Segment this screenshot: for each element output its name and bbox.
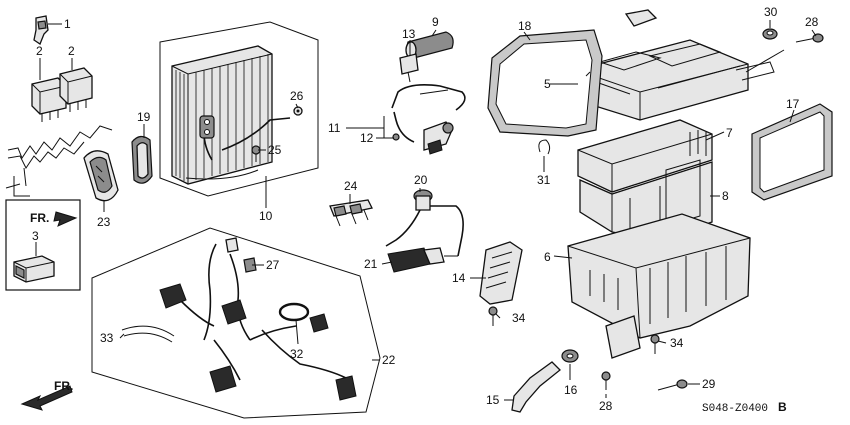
front-label-inset: FR.	[30, 211, 49, 225]
band-33	[121, 325, 175, 343]
grommet-16	[561, 349, 579, 363]
callout-1: 1	[64, 17, 71, 31]
callout-7: 7	[726, 126, 733, 140]
callout-26: 26	[290, 89, 304, 103]
front-label-main: FR.	[54, 379, 73, 393]
callout-2: 2	[68, 44, 75, 58]
bolt-25	[251, 145, 261, 162]
callout-18: 18	[518, 19, 532, 33]
callout-17: 17	[786, 97, 800, 111]
relay-bracket	[5, 125, 113, 197]
callout-30: 30	[764, 5, 778, 19]
seal-18	[487, 29, 603, 137]
harness-connector-a	[159, 283, 187, 309]
callout-12: 12	[360, 131, 374, 145]
resistor-24	[329, 199, 373, 227]
bracket-14	[479, 241, 523, 305]
clip-27	[243, 257, 257, 273]
band-32	[278, 302, 310, 322]
callout-34: 34	[670, 336, 684, 350]
harness-connector-d	[309, 313, 329, 333]
bolt-29	[657, 379, 688, 391]
relay-right	[59, 67, 93, 112]
callout-5: 5	[544, 77, 551, 91]
harness-22	[159, 237, 357, 401]
relay-clip-1	[33, 15, 49, 45]
thermostat-11	[423, 121, 454, 155]
nut-30	[762, 28, 778, 40]
clip-31	[538, 139, 551, 155]
callout-21: 21	[364, 257, 378, 271]
callout-23: 23	[97, 215, 111, 229]
callout-13: 13	[402, 27, 416, 41]
callout-6: 6	[544, 250, 551, 264]
callout-9: 9	[432, 15, 439, 29]
case-bottom-6	[567, 213, 751, 359]
stopper-3	[13, 255, 55, 283]
seal-19	[131, 135, 153, 184]
evaporator-core	[171, 45, 291, 185]
callout-28: 28	[805, 15, 819, 29]
seal-17	[751, 103, 833, 201]
screw-28-bottom	[601, 371, 611, 390]
clip-12	[392, 133, 400, 141]
callout-15: 15	[486, 393, 500, 407]
callout-32: 32	[290, 347, 304, 361]
screw-34-left	[488, 306, 498, 326]
grommet-23	[83, 150, 119, 202]
front-label: FR.	[30, 211, 49, 225]
callout-labels: 1 2 2 3 5 6 7 8 9 10 11 12 13 14 15 16 1…	[32, 5, 819, 413]
callout-28: 28	[599, 399, 613, 413]
sensor-wire-11	[391, 84, 466, 143]
callout-14: 14	[452, 271, 466, 285]
callout-24: 24	[344, 179, 358, 193]
front-arrow-inset	[53, 211, 78, 227]
harness-connector-c	[209, 365, 237, 393]
callout-27: 27	[266, 258, 280, 272]
callout-25: 25	[268, 143, 282, 157]
callout-2: 2	[36, 44, 43, 58]
case-mid-7	[577, 119, 713, 193]
frame-10	[159, 21, 319, 197]
callout-33: 33	[100, 331, 114, 345]
harness-connector-b	[221, 299, 247, 325]
diagram-code-suffix: B	[778, 400, 787, 414]
drain-hose-15	[511, 361, 561, 413]
diagram-code: S048-Z0400	[702, 403, 768, 415]
callout-11: 11	[328, 121, 341, 135]
callout-19: 19	[137, 110, 151, 124]
screw-34-right	[650, 334, 660, 354]
front-arrow-main: FR.	[20, 379, 73, 411]
callout-29: 29	[702, 377, 716, 391]
callout-10: 10	[259, 209, 273, 223]
callout-16: 16	[564, 383, 578, 397]
thermistor-20	[385, 189, 464, 257]
inset-box-3	[5, 199, 81, 291]
case-upper-5	[575, 9, 775, 121]
sensor-13	[399, 53, 419, 83]
callout-8: 8	[722, 189, 729, 203]
relay-left	[31, 77, 67, 122]
washer-26	[293, 106, 303, 116]
screw-28-top	[795, 33, 824, 43]
callout-22: 22	[382, 353, 396, 367]
connector-21	[387, 247, 458, 273]
callout-3: 3	[32, 229, 39, 243]
callout-31: 31	[537, 173, 551, 187]
callout-34: 34	[512, 311, 526, 325]
frame-22	[91, 227, 381, 419]
leader-lines	[35, 20, 817, 401]
harness-connector-e	[335, 375, 357, 401]
callout-20: 20	[414, 173, 428, 187]
